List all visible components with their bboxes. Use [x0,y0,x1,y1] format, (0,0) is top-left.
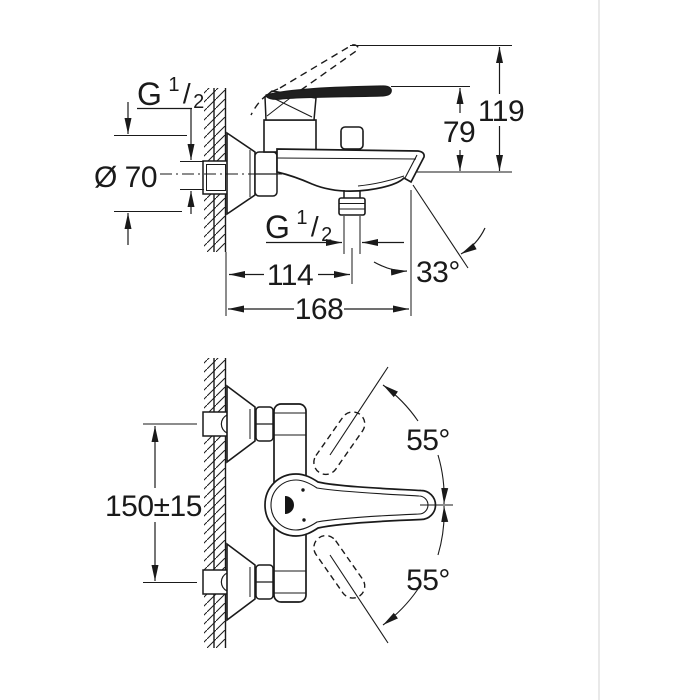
svg-text:Ø 70: Ø 70 [94,161,157,194]
dimension-g-half-shower: G 1 / 2 [265,207,404,254]
dimension-168: 168 [228,190,412,326]
spout-body [276,148,425,192]
svg-text:55°: 55° [406,424,450,457]
handle-logo-mark [285,496,294,514]
side-view: G 1 / 2 Ø 70 119 [94,44,525,326]
dimension-150-15: 150±15 [105,423,202,583]
dimension-diameter-70: Ø 70 [94,102,187,245]
svg-text:G 1 /: G 1 / 2 [137,74,204,113]
faucet-body-side [250,44,425,216]
front-view: 55° 55° 150±15 [105,358,453,648]
svg-text:114: 114 [267,259,313,292]
svg-text:168: 168 [295,293,344,326]
svg-text:119: 119 [478,95,524,128]
dimension-33-degrees: 33° [373,184,486,289]
dimension-g-half-wall: G 1 / 2 [137,74,205,214]
svg-text:G 1 /: G 1 / 2 [265,207,332,246]
upper-mount-icon [202,384,274,464]
wall-section-top [204,88,227,316]
svg-text:150±15: 150±15 [105,490,202,523]
escutcheon-cone-icon [226,131,256,216]
svg-text:79: 79 [443,116,475,149]
dimension-swivel-angles: 55° 55° [329,366,453,644]
svg-text:55°: 55° [406,564,450,597]
diverter-knob-icon [340,126,364,154]
shower-outlet-icon [338,190,366,216]
lever-closed [265,85,392,100]
dimension-119: 119 [350,45,525,173]
lower-mount-icon [202,542,274,622]
handle-front [264,473,437,537]
svg-text:33°: 33° [416,256,460,289]
handle-phantom-positions [313,411,366,599]
inwall-fitting-icon [202,160,229,195]
dimension-79: 79 [391,86,476,171]
dimension-114: 114 [229,248,353,292]
wall-section-front [204,358,227,648]
